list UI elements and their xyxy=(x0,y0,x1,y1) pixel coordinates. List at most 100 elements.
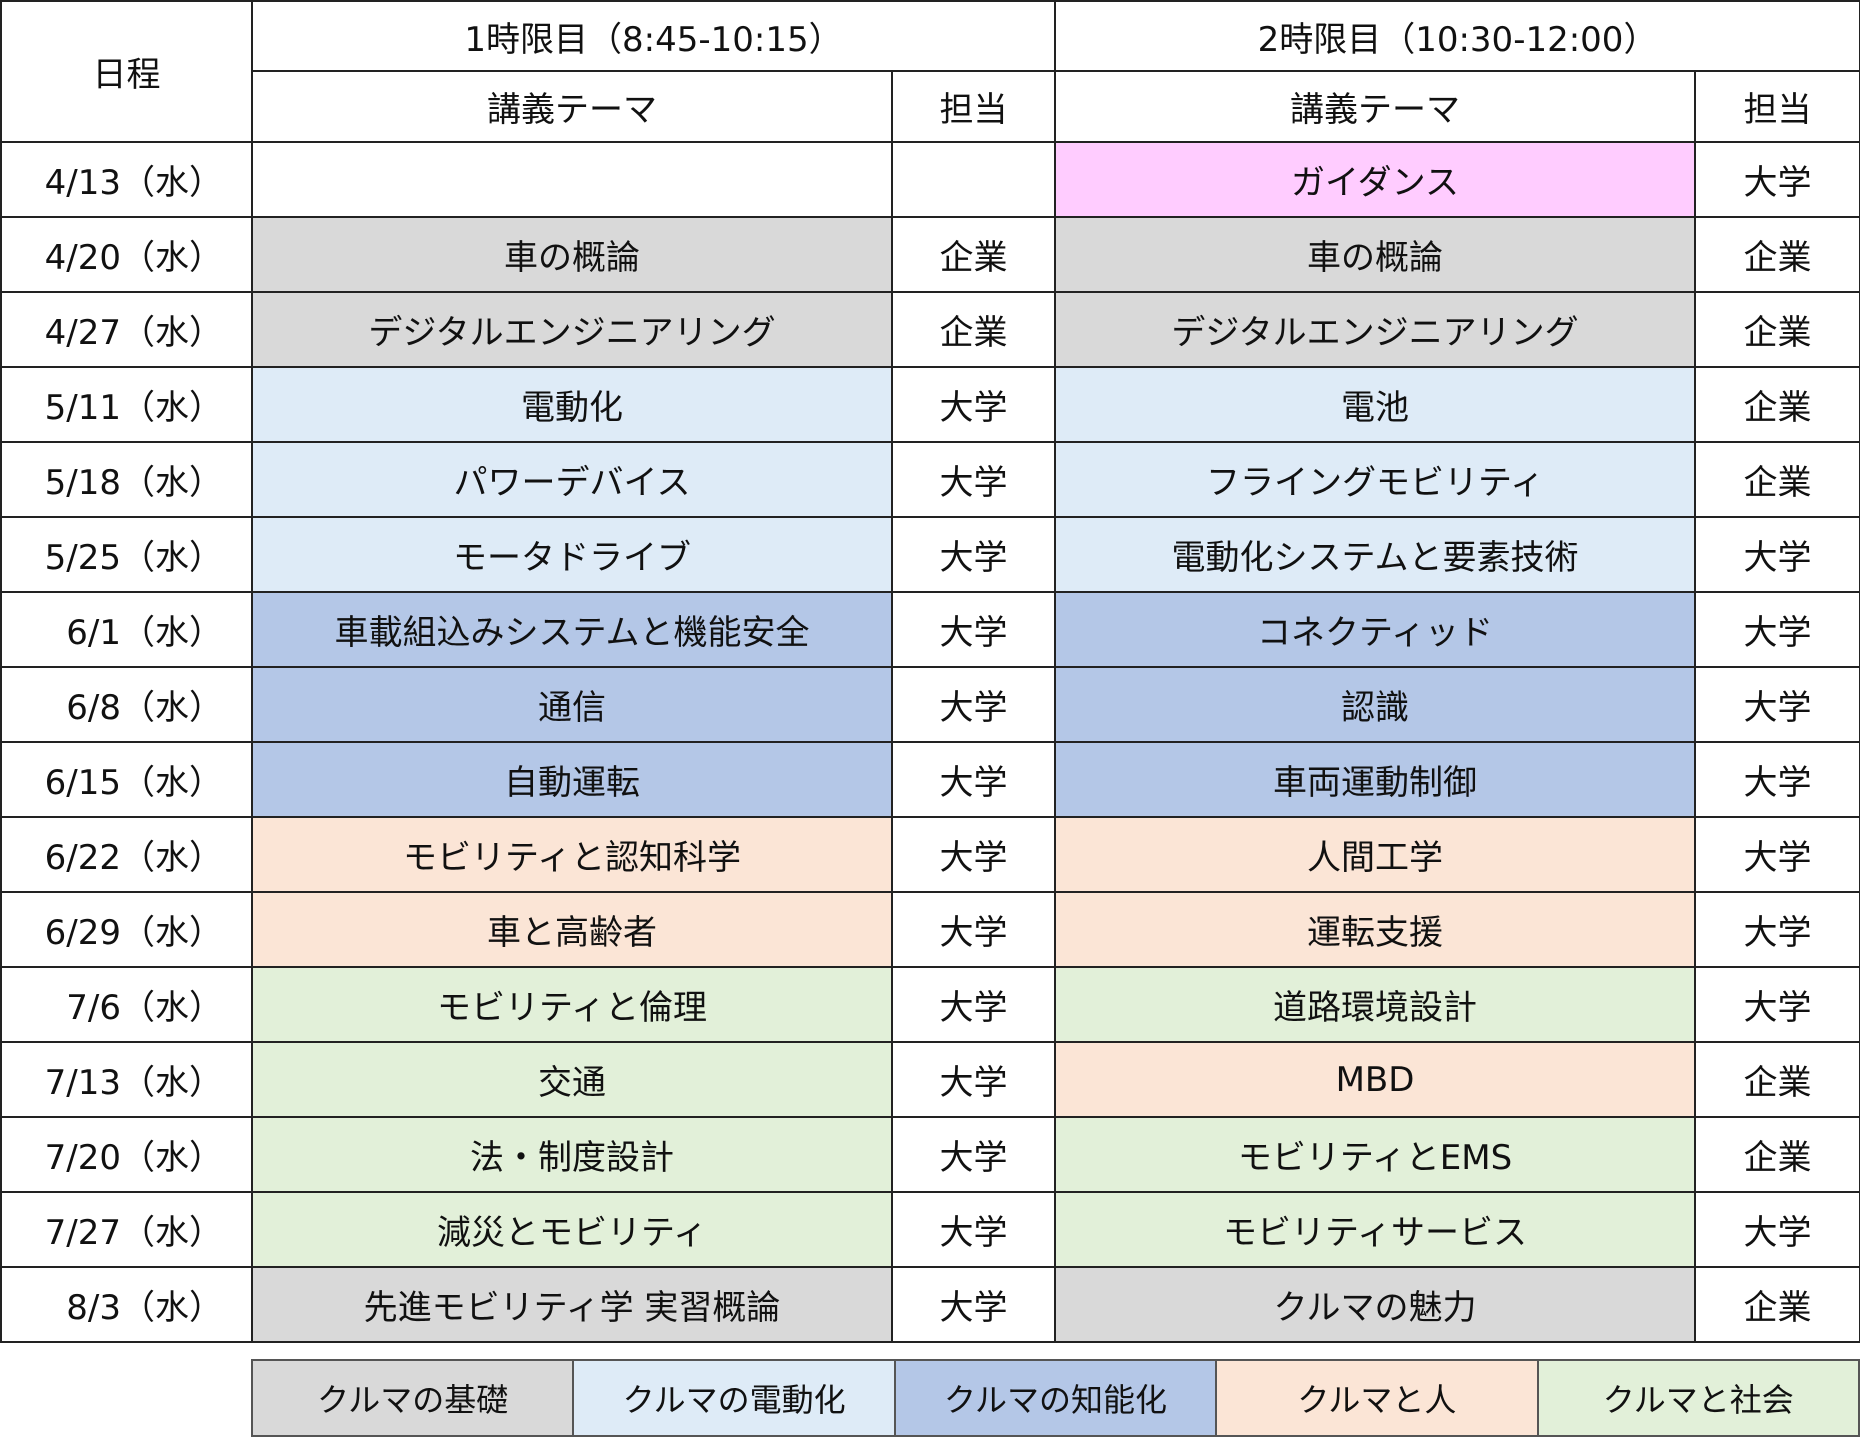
date-cell: 6/8（水） xyxy=(0,666,253,743)
table-row: 5/18（水）パワーデバイス大学フライングモビリティ企業 xyxy=(0,441,1860,518)
table-row: 6/22（水）モビリティと認知科学大学人間工学大学 xyxy=(0,816,1860,893)
period1-instructor-cell: 大学 xyxy=(890,891,1057,968)
period2-instructor-cell: 大学 xyxy=(1694,966,1860,1043)
date-cell: 7/13（水） xyxy=(0,1041,253,1118)
period1-theme-cell: 車載組込みシステムと機能安全 xyxy=(251,591,893,668)
period1-instructor-cell: 大学 xyxy=(890,741,1057,818)
date-header: 日程 xyxy=(0,0,253,143)
period1-instructor-cell: 大学 xyxy=(890,441,1057,518)
period2-instructor-cell: 企業 xyxy=(1694,291,1860,368)
period1-instructor-cell: 大学 xyxy=(890,666,1057,743)
legend-item-electrification: クルマの電動化 xyxy=(572,1359,896,1437)
period1-instructor-cell: 大学 xyxy=(890,1116,1057,1193)
table-row: 4/13（水） ガイダンス大学 xyxy=(0,141,1860,218)
table-row: 6/8（水）通信大学認識大学 xyxy=(0,666,1860,743)
period1-instructor-cell: 大学 xyxy=(890,1266,1057,1343)
period1-theme-cell: モータドライブ xyxy=(251,516,893,593)
period1-theme-cell: モビリティと認知科学 xyxy=(251,816,893,893)
period2-instructor-cell: 企業 xyxy=(1694,441,1860,518)
date-cell: 7/20（水） xyxy=(0,1116,253,1193)
period1-theme-cell: 電動化 xyxy=(251,366,893,443)
header-row-columns: 講義テーマ 担当 講義テーマ 担当 xyxy=(1,70,1860,143)
table-row: 4/20（水）車の概論企業車の概論企業 xyxy=(0,216,1860,293)
legend-row: クルマの基礎クルマの電動化クルマの知能化クルマと人クルマと社会 xyxy=(250,1359,1860,1437)
category-legend: クルマの基礎クルマの電動化クルマの知能化クルマと人クルマと社会 xyxy=(250,1359,1860,1437)
period1-header: 1時限目（8:45-10:15） xyxy=(250,0,1057,72)
period1-instructor-cell: 大学 xyxy=(890,366,1057,443)
period1-instructor-cell: 大学 xyxy=(890,966,1057,1043)
period1-instructor-cell: 大学 xyxy=(890,1191,1057,1268)
period1-instructor-cell xyxy=(890,141,1057,218)
period2-theme-cell: 運転支援 xyxy=(1054,891,1697,968)
period2-theme-cell: 車の概論 xyxy=(1054,216,1697,293)
period2-instructor-cell: 大学 xyxy=(1694,1191,1860,1268)
table-row: 6/29（水）車と高齢者大学運転支援大学 xyxy=(0,891,1860,968)
period2-instructor-cell: 企業 xyxy=(1694,1266,1860,1343)
date-cell: 4/13（水） xyxy=(0,141,253,218)
date-cell: 6/1（水） xyxy=(0,591,253,668)
period1-theme-cell: 交通 xyxy=(251,1041,893,1118)
table-row: 7/27（水）減災とモビリティ大学モビリティサービス大学 xyxy=(0,1191,1860,1268)
period2-theme-cell: コネクティッド xyxy=(1054,591,1697,668)
period2-theme-cell: 道路環境設計 xyxy=(1054,966,1697,1043)
period2-instructor-cell: 大学 xyxy=(1694,816,1860,893)
period2-instructor-cell: 大学 xyxy=(1694,516,1860,593)
date-cell: 5/18（水） xyxy=(0,441,253,518)
period2-instructor-cell: 企業 xyxy=(1694,1116,1860,1193)
date-cell: 4/20（水） xyxy=(0,216,253,293)
period2-header: 2時限目（10:30-12:00） xyxy=(1054,0,1860,72)
date-cell: 5/11（水） xyxy=(0,366,253,443)
period1-theme-cell: 車の概論 xyxy=(251,216,893,293)
date-cell: 4/27（水） xyxy=(0,291,253,368)
lecture-schedule-table: 日程 1時限目（8:45-10:15） 2時限目（10:30-12:00） 講義… xyxy=(0,0,1860,1343)
legend-item-basics: クルマの基礎 xyxy=(250,1359,575,1437)
period2-theme-cell: 認識 xyxy=(1054,666,1697,743)
date-cell: 7/6（水） xyxy=(0,966,253,1043)
period1-theme-cell: デジタルエンジニアリング xyxy=(251,291,893,368)
period2-theme-cell: 電池 xyxy=(1054,366,1697,443)
date-cell: 6/29（水） xyxy=(0,891,253,968)
table-row: 6/1（水）車載組込みシステムと機能安全大学コネクティッド大学 xyxy=(0,591,1860,668)
table-row: 6/15（水）自動運転大学車両運動制御大学 xyxy=(0,741,1860,818)
period2-theme-cell: MBD xyxy=(1054,1041,1697,1118)
period1-theme-cell xyxy=(251,141,893,218)
period1-instructor-cell: 企業 xyxy=(890,216,1057,293)
date-cell: 5/25（水） xyxy=(0,516,253,593)
legend-item-society: クルマと社会 xyxy=(1536,1359,1860,1437)
period1-theme-cell: 減災とモビリティ xyxy=(251,1191,893,1268)
table-row: 8/3（水）先進モビリティ学 実習概論大学クルマの魅力企業 xyxy=(0,1266,1860,1343)
period2-theme-cell: 人間工学 xyxy=(1054,816,1697,893)
period2-theme-cell: クルマの魅力 xyxy=(1054,1266,1697,1343)
period2-instructor-cell: 大学 xyxy=(1694,141,1860,218)
period1-theme-cell: 車と高齢者 xyxy=(251,891,893,968)
table-row: 4/27（水）デジタルエンジニアリング企業デジタルエンジニアリング企業 xyxy=(0,291,1860,368)
period1-instructor-cell: 大学 xyxy=(890,516,1057,593)
period1-instructor-cell: 大学 xyxy=(890,816,1057,893)
period2-theme-cell: 車両運動制御 xyxy=(1054,741,1697,818)
date-cell: 6/15（水） xyxy=(0,741,253,818)
period2-theme-cell: フライングモビリティ xyxy=(1054,441,1697,518)
table-row: 5/25（水）モータドライブ大学電動化システムと要素技術大学 xyxy=(0,516,1860,593)
date-cell: 6/22（水） xyxy=(0,816,253,893)
date-cell: 7/27（水） xyxy=(0,1191,253,1268)
period1-instructor-cell: 大学 xyxy=(890,591,1057,668)
period1-instructor-header: 担当 xyxy=(890,70,1057,143)
period2-theme-header: 講義テーマ xyxy=(1054,70,1697,143)
table-row: 5/11（水）電動化大学電池企業 xyxy=(0,366,1860,443)
period2-theme-cell: デジタルエンジニアリング xyxy=(1054,291,1697,368)
period1-theme-cell: 法・制度設計 xyxy=(251,1116,893,1193)
period2-theme-cell: ガイダンス xyxy=(1054,141,1697,218)
period1-theme-cell: 自動運転 xyxy=(251,741,893,818)
period2-instructor-cell: 大学 xyxy=(1694,891,1860,968)
legend-item-human: クルマと人 xyxy=(1215,1359,1539,1437)
period1-instructor-cell: 大学 xyxy=(890,1041,1057,1118)
period1-theme-cell: 通信 xyxy=(251,666,893,743)
period2-instructor-cell: 大学 xyxy=(1694,741,1860,818)
period1-theme-cell: モビリティと倫理 xyxy=(251,966,893,1043)
period2-instructor-cell: 企業 xyxy=(1694,1041,1860,1118)
period2-instructor-cell: 大学 xyxy=(1694,591,1860,668)
period2-instructor-cell: 大学 xyxy=(1694,666,1860,743)
period2-theme-cell: モビリティとEMS xyxy=(1054,1116,1697,1193)
period1-theme-cell: 先進モビリティ学 実習概論 xyxy=(251,1266,893,1343)
